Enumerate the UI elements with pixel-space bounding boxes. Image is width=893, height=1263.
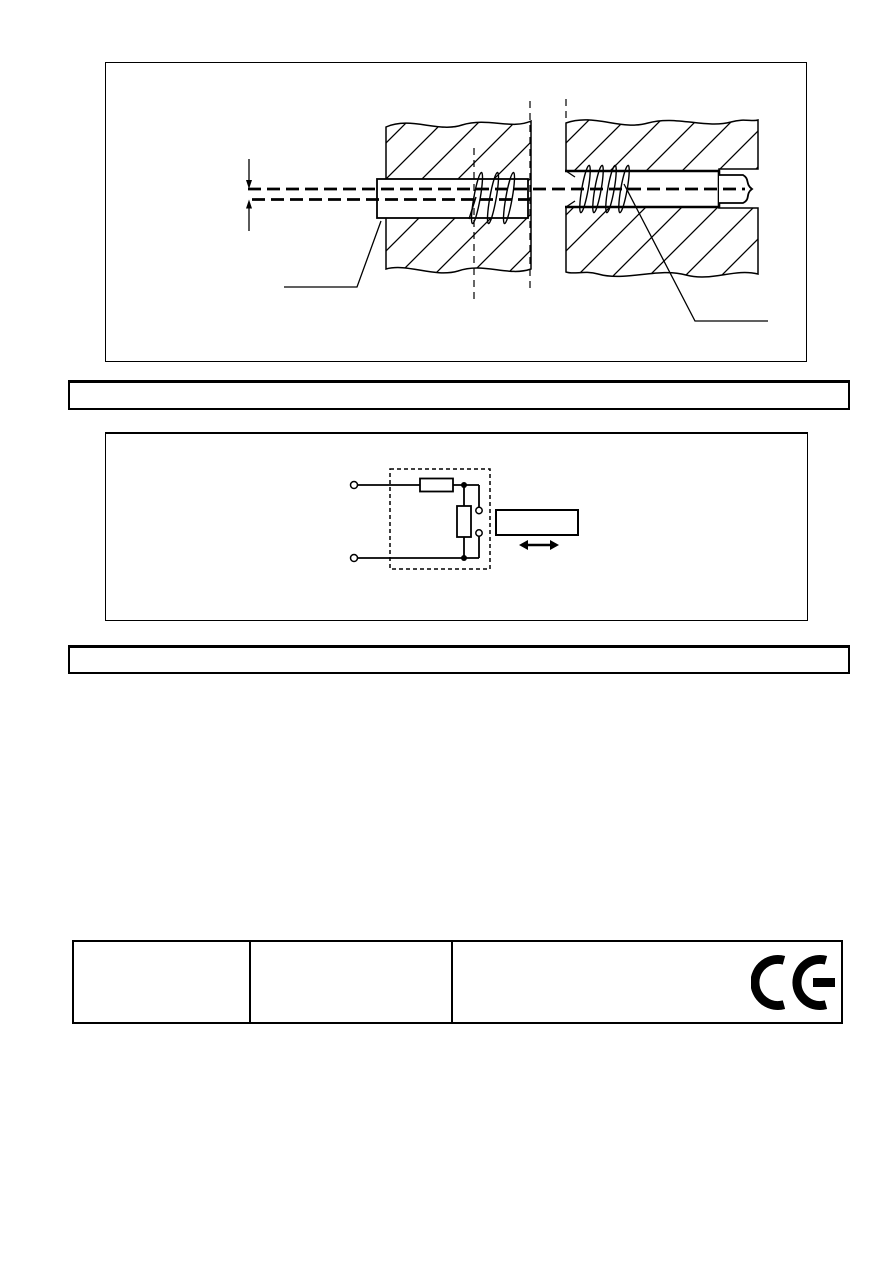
junction-dot-top: [461, 482, 467, 488]
leader-line-sensor: [284, 220, 382, 288]
label-box: [495, 509, 579, 536]
terminal-bottom: [349, 553, 359, 563]
dashed-enclosure: [389, 468, 491, 570]
approval-table: [72, 940, 843, 1024]
wires: [358, 484, 480, 559]
caption-bar-2: [68, 645, 850, 674]
table-cell-2: [249, 942, 451, 1022]
switch-contact-bottom: [475, 529, 483, 537]
ce-mark-icon: [751, 954, 835, 1010]
offset-dimension-arrows: [246, 159, 252, 231]
center-lines-horizontal: [248, 187, 745, 201]
circuit-diagram: [349, 468, 579, 570]
installation-drawing: [246, 99, 768, 322]
terminal-top: [349, 480, 359, 490]
caption-bar-2-text: [70, 648, 848, 680]
caption-bar-1: [68, 380, 850, 410]
switch-contact-top: [475, 506, 483, 515]
installation-drawing-box: [105, 62, 807, 362]
parallel-resistor: [456, 505, 472, 538]
double-arrow-icon: [519, 540, 559, 550]
junction-dot-bottom: [461, 555, 467, 561]
center-lines-vertical: [473, 99, 567, 303]
caption-bar-1-text: [70, 383, 848, 416]
leader-line-bore: [623, 183, 768, 322]
table-cell-1: [74, 942, 249, 1022]
thread-coils-left: [468, 171, 516, 225]
table-cell-3: [451, 942, 841, 1022]
circuit-diagram-box: [105, 432, 808, 621]
series-resistor: [419, 477, 454, 493]
